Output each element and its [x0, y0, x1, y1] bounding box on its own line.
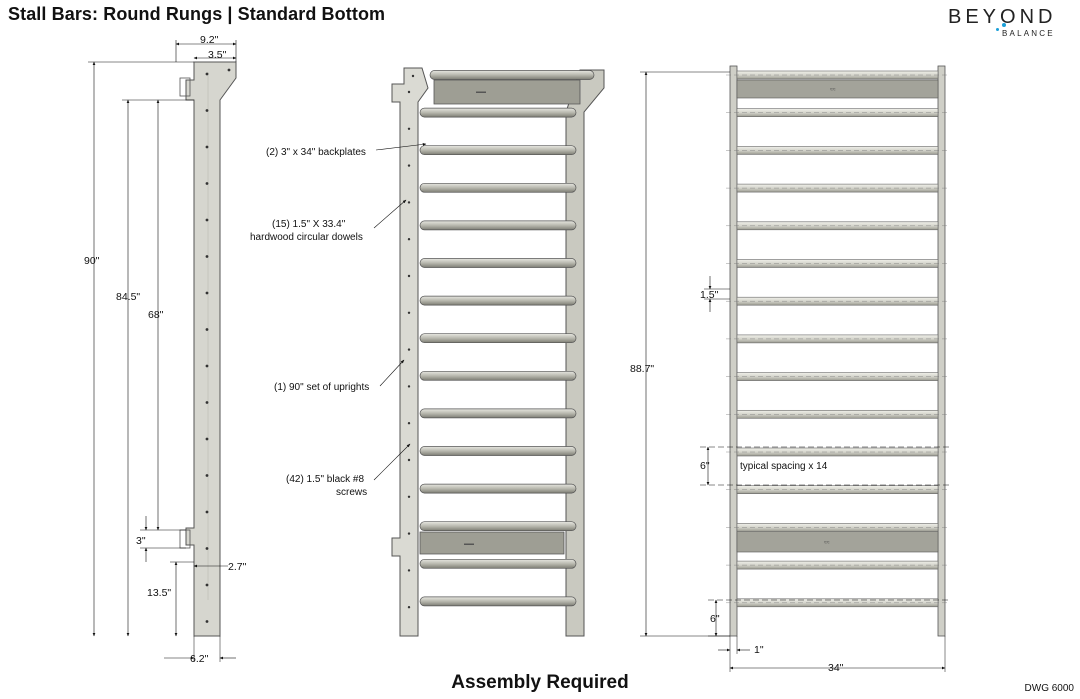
side-upright	[185, 61, 237, 637]
screw-hole	[205, 364, 209, 368]
screw-hole	[407, 311, 411, 314]
dowel-rung	[419, 258, 577, 268]
side-view: 9.2" 3.5" 90" 84.5" 68" 3" 13.5" 2.7" 6.…	[84, 34, 247, 665]
screw-hole	[407, 569, 411, 572]
dim-top-offset: 3.5"	[208, 49, 227, 61]
assembly-note: Assembly Required	[451, 672, 629, 693]
dim-bottom-offset: 2.7"	[228, 561, 247, 573]
perspective-view: ▬▬ ▬▬ (2) 3" x 34" backplates (15) 1.5" …	[250, 67, 605, 637]
dim-upright-width: 1"	[754, 644, 764, 656]
dim-height-84: 84.5"	[116, 291, 140, 303]
spacing-note: typical spacing x 14	[740, 461, 828, 472]
screw-hole	[205, 547, 209, 550]
backplate-mark: ▬▬	[476, 89, 486, 95]
dowel-rung	[419, 370, 577, 381]
front-view: ≈≈ ≈≈ 88.7" 1.5" 6" typical spacing x 14…	[630, 65, 950, 674]
dowel-rung	[419, 521, 577, 532]
page-title: Stall Bars: Round Rungs | Standard Botto…	[8, 4, 386, 24]
screw-hole	[411, 74, 415, 78]
bottom-backplate	[419, 531, 565, 555]
dowel-rung	[419, 596, 577, 607]
screw-hole	[205, 437, 209, 441]
dowel-rung	[419, 295, 577, 306]
screw-hole	[205, 328, 209, 331]
dowel-rung	[419, 107, 577, 118]
screw-hole	[407, 532, 411, 535]
screw-hole	[407, 274, 411, 278]
front-top-backplate	[736, 79, 939, 99]
dim-base-depth: 6.2"	[190, 653, 209, 665]
front-left-upright	[729, 65, 738, 637]
front-right-upright	[937, 65, 946, 637]
screw-hole	[205, 474, 209, 477]
callout-screws-2: screws	[336, 487, 367, 498]
callout-dowels-2: hardwood circular dowels	[250, 232, 363, 243]
screw-hole	[407, 238, 411, 241]
screw-hole	[205, 218, 209, 222]
screw-hole	[407, 458, 411, 462]
screw-hole	[407, 164, 411, 167]
callout-backplates: (2) 3" x 34" backplates	[266, 147, 366, 158]
screw-hole	[205, 145, 209, 149]
backplate-mark: ≈≈	[824, 540, 830, 546]
screw-hole	[205, 401, 209, 404]
perspective-rungs	[419, 70, 595, 607]
back-upright	[565, 69, 605, 637]
drawing-number: DWG 6000	[1024, 683, 1074, 694]
side-screw-holes	[205, 68, 231, 623]
callout-uprights: (1) 90" set of uprights	[274, 382, 369, 393]
dowel-rung	[419, 446, 577, 456]
dim-spacing: 6"	[700, 460, 710, 472]
callout-screws-1: (42) 1.5" black #8	[286, 474, 364, 485]
dim-overall-depth: 9.2"	[200, 34, 219, 46]
screw-hole	[205, 291, 209, 295]
screw-hole	[205, 583, 209, 587]
screw-hole	[407, 385, 411, 388]
dim-overall-height: 88.7"	[630, 363, 654, 375]
upright-screw-holes	[407, 74, 415, 609]
dowel-rung	[419, 182, 577, 193]
dim-bottom-plate: 3"	[136, 535, 146, 547]
backplate-mark: ≈≈	[830, 87, 836, 93]
screw-hole	[407, 495, 411, 498]
dim-total-height: 90"	[84, 255, 100, 267]
screw-hole	[205, 620, 209, 623]
screw-hole	[407, 422, 411, 425]
dim-bottom-gap: 6"	[710, 613, 720, 625]
logo-subtitle: BALANCE	[1002, 29, 1055, 38]
dowel-rung	[419, 408, 577, 419]
screw-hole	[205, 72, 209, 76]
screw-hole	[407, 348, 411, 351]
screw-hole	[227, 68, 231, 72]
screw-hole	[407, 201, 411, 204]
screw-hole	[407, 127, 411, 130]
screw-hole	[205, 510, 209, 514]
screw-hole	[205, 255, 209, 258]
screw-hole	[205, 109, 209, 112]
dim-height-68: 68"	[148, 309, 164, 321]
front-upright	[391, 67, 429, 637]
logo-wordmark: BEYOND	[948, 6, 1057, 28]
dowel-rung	[419, 220, 577, 231]
dowel-rung	[419, 145, 577, 156]
screw-hole	[407, 90, 411, 94]
front-bottom-backplate	[736, 529, 939, 553]
brand-logo: BEYOND BALANCE	[948, 6, 1074, 40]
callout-dowels-1: (15) 1.5" X 33.4"	[272, 219, 346, 230]
front-rungs	[726, 70, 950, 608]
screw-hole	[407, 606, 411, 609]
backplate-mark: ▬▬	[464, 541, 474, 547]
dowel-rung	[419, 558, 577, 569]
dim-overall-width: 34"	[828, 662, 844, 674]
logo-dot-icon	[1002, 23, 1006, 27]
dim-rung-diameter: 1.5"	[700, 289, 719, 301]
dowel-rung	[419, 333, 577, 344]
dim-bottom-clear: 13.5"	[147, 587, 171, 599]
dowel-rung	[429, 70, 595, 80]
logo-dot-icon	[996, 28, 999, 31]
top-backplate	[433, 79, 581, 105]
dowel-rung	[419, 483, 577, 494]
screw-hole	[205, 182, 209, 185]
